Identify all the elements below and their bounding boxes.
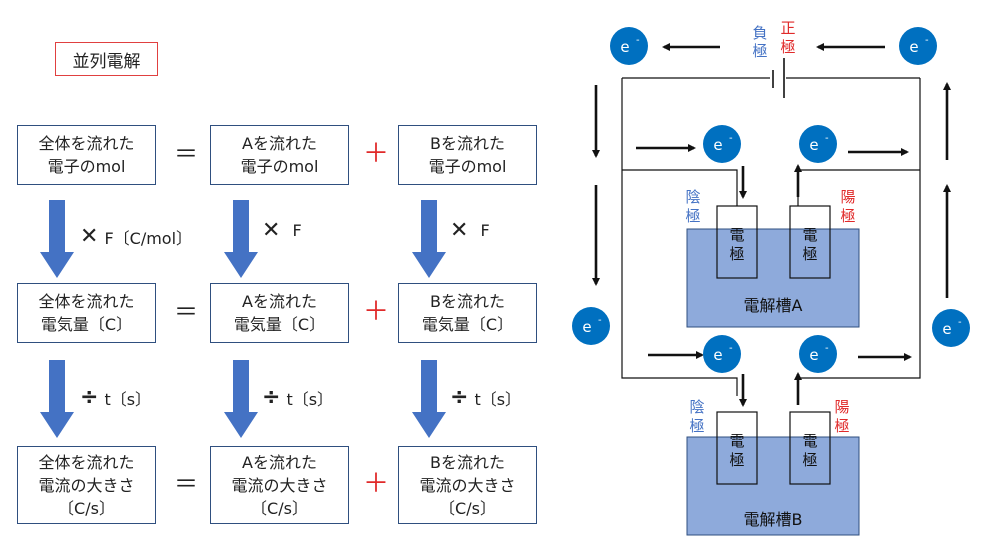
b-charge-box: Bを流れた電気量〔C〕 bbox=[398, 283, 537, 343]
wire bbox=[621, 78, 738, 396]
total-current-box: 全体を流れた電流の大きさ〔C/s〕 bbox=[17, 446, 156, 524]
plus-sign: ＋ bbox=[363, 297, 390, 327]
svg-text:-: - bbox=[636, 35, 640, 46]
svg-text:e: e bbox=[809, 346, 818, 364]
electron-icon: e - bbox=[799, 125, 837, 163]
down-arrow-icon bbox=[224, 360, 258, 438]
svg-text:e: e bbox=[713, 346, 722, 364]
multiply-faraday-a: ✕ F bbox=[262, 218, 302, 243]
electrode-a-anode bbox=[789, 205, 831, 279]
divide-icon: ÷ bbox=[80, 385, 99, 410]
electrode-label: 極 bbox=[802, 451, 817, 469]
plus-sign: ＋ bbox=[363, 139, 390, 169]
down-arrow-icon bbox=[40, 360, 74, 438]
electrode-label: 電 bbox=[729, 432, 744, 450]
positive-pole-label: 極 bbox=[780, 38, 795, 56]
divide-time-total: ÷ t〔s〕 bbox=[80, 385, 152, 410]
electron-icon: e - bbox=[610, 27, 648, 65]
cathode-label: 陰 bbox=[689, 398, 704, 416]
electrode-label: 電 bbox=[802, 226, 817, 244]
svg-text:-: - bbox=[825, 133, 829, 144]
equals-sign: ＝ bbox=[174, 140, 198, 168]
a-charge-box: Aを流れた電気量〔C〕 bbox=[210, 283, 349, 343]
multiply-faraday-total: ✕ F〔C/mol〕 bbox=[80, 224, 193, 249]
svg-text:e: e bbox=[809, 136, 818, 154]
parallel-electrolysis-circuit: e - e - e - e - e - e - e - e - 負 極 正 極 … bbox=[572, 19, 970, 536]
electrode-b-anode bbox=[789, 411, 831, 485]
svg-text:e: e bbox=[713, 136, 722, 154]
svg-text:-: - bbox=[598, 315, 602, 326]
svg-text:-: - bbox=[925, 35, 929, 46]
b-current-box: Bを流れた電流の大きさ〔C/s〕 bbox=[398, 446, 537, 524]
multiply-icon: ✕ bbox=[80, 224, 99, 249]
total-charge-box: 全体を流れた電気量〔C〕 bbox=[17, 283, 156, 343]
anode-label: 陽 bbox=[840, 188, 855, 206]
wire bbox=[622, 169, 738, 206]
anode-label: 極 bbox=[834, 417, 849, 435]
total-electron-mol-box: 全体を流れた電子のmol bbox=[17, 125, 156, 185]
wire bbox=[797, 169, 920, 206]
divide-icon: ÷ bbox=[262, 385, 281, 410]
electron-icon: e - bbox=[572, 307, 610, 345]
electrode-a-cathode bbox=[716, 205, 758, 279]
multiply-icon: ✕ bbox=[262, 218, 281, 243]
down-arrow-icon bbox=[40, 200, 74, 278]
electron-icon: e - bbox=[703, 335, 741, 373]
svg-text:-: - bbox=[958, 317, 962, 328]
electron-icon: e - bbox=[799, 335, 837, 373]
divide-time-a: ÷ t〔s〕 bbox=[262, 385, 334, 410]
a-current-box: Aを流れた電流の大きさ〔C/s〕 bbox=[210, 446, 349, 524]
electrode-label: 極 bbox=[802, 245, 817, 263]
electrode-b-cathode bbox=[716, 411, 758, 485]
cathode-label: 極 bbox=[689, 417, 704, 435]
svg-text:-: - bbox=[729, 343, 733, 354]
cell-b-label: 電解槽B bbox=[744, 510, 803, 529]
svg-text:-: - bbox=[729, 133, 733, 144]
page-title: 並列電解 bbox=[55, 42, 158, 76]
negative-pole-label: 負 bbox=[752, 24, 767, 42]
svg-text:e: e bbox=[620, 38, 629, 56]
divide-icon: ÷ bbox=[450, 385, 469, 410]
cell-a-label: 電解槽A bbox=[744, 296, 803, 315]
anode-label: 極 bbox=[840, 207, 855, 225]
svg-text:e: e bbox=[942, 320, 951, 338]
down-arrow-icon bbox=[412, 200, 446, 278]
plus-sign: ＋ bbox=[363, 469, 390, 499]
electron-icon: e - bbox=[703, 125, 741, 163]
divide-time-b: ÷ t〔s〕 bbox=[450, 385, 522, 410]
electron-icon: e - bbox=[932, 309, 970, 347]
positive-pole-label: 正 bbox=[780, 19, 795, 37]
svg-text:-: - bbox=[825, 343, 829, 354]
electrode-label: 極 bbox=[729, 245, 744, 263]
svg-text:e: e bbox=[909, 38, 918, 56]
anode-label: 陽 bbox=[834, 398, 849, 416]
multiply-icon: ✕ bbox=[450, 218, 469, 243]
cathode-label: 陰 bbox=[685, 188, 700, 206]
negative-pole-label: 極 bbox=[752, 42, 767, 60]
cathode-label: 極 bbox=[685, 207, 700, 225]
b-electron-mol-box: Bを流れた電子のmol bbox=[398, 125, 537, 185]
equals-sign: ＝ bbox=[174, 470, 198, 498]
down-arrow-icon bbox=[412, 360, 446, 438]
a-electron-mol-box: Aを流れた電子のmol bbox=[210, 125, 349, 185]
electron-icon: e - bbox=[899, 27, 937, 65]
electrode-label: 極 bbox=[729, 451, 744, 469]
down-arrow-icon bbox=[224, 200, 258, 278]
electrode-label: 電 bbox=[729, 226, 744, 244]
equals-sign: ＝ bbox=[174, 298, 198, 326]
electrode-label: 電 bbox=[802, 432, 817, 450]
multiply-faraday-b: ✕ F bbox=[450, 218, 490, 243]
svg-text:e: e bbox=[582, 318, 591, 336]
